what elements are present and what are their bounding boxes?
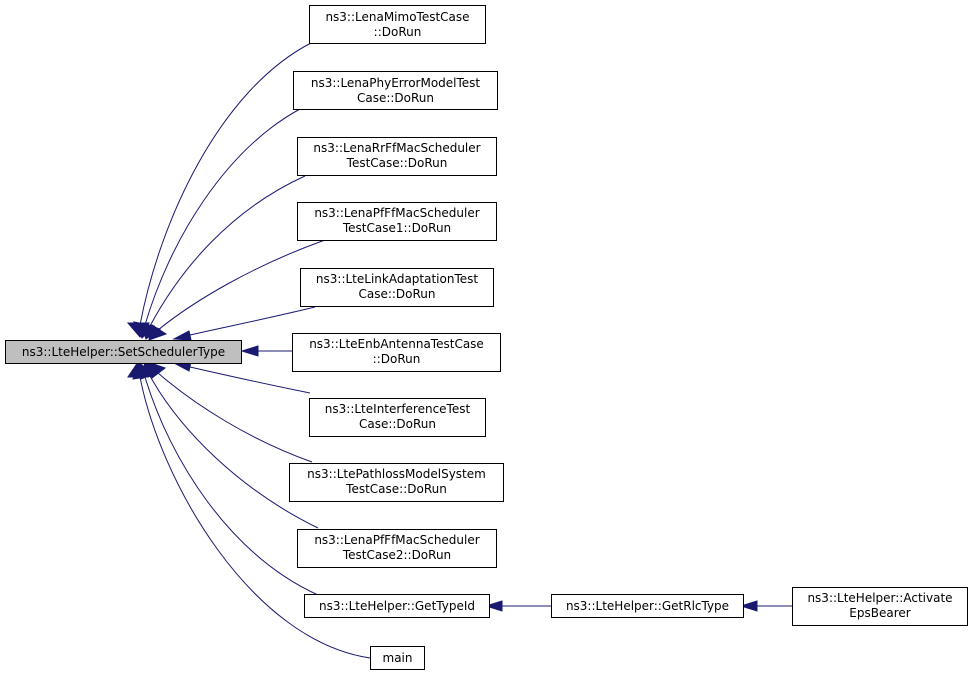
node-root-label: ns3::LteHelper::SetSchedulerType	[22, 345, 225, 359]
node-label-line2: TestCase1::DoRun	[342, 221, 451, 235]
node-label-line1: ns3::LenaPfFfMacScheduler	[314, 533, 479, 547]
node-label-line1: ns3::LenaRrFfMacScheduler	[313, 141, 480, 155]
node-pf2[interactable]: ns3::LenaPfFfMacScheduler TestCase2::DoR…	[297, 529, 497, 568]
node-label-line1: ns3::LteHelper::Activate	[807, 591, 952, 605]
edge-main	[139, 376, 371, 659]
node-label-line2: ::DoRun	[374, 25, 422, 39]
node-label-line1: ns3::LenaPhyErrorModelTest	[311, 76, 481, 90]
arrowhead-activate	[739, 600, 758, 612]
node-label-line2: Case::DoRun	[358, 287, 435, 301]
arrowhead-getrlctype	[484, 600, 503, 612]
arrowhead-linkadapt	[172, 330, 192, 341]
node-label-line1: ns3::LteHelper::GetRlcType	[566, 599, 729, 613]
edge-gettypeid	[144, 376, 319, 596]
node-root[interactable]: ns3::LteHelper::SetSchedulerType	[5, 340, 242, 364]
node-label-line1: ns3::LteInterferenceTest	[325, 402, 471, 416]
node-label-line1: ns3::LteLinkAdaptationTest	[316, 272, 478, 286]
node-label-line2: TestCase::DoRun	[346, 156, 448, 170]
arrowhead-antenna	[240, 345, 259, 357]
node-mimo[interactable]: ns3::LenaMimoTestCase ::DoRun	[309, 5, 486, 44]
arrowhead-main	[127, 361, 149, 378]
node-label-line1: ns3::LenaMimoTestCase	[325, 10, 469, 24]
node-label-line2: TestCase2::DoRun	[342, 548, 451, 562]
node-activate[interactable]: ns3::LteHelper::Activate EpsBearer	[792, 587, 968, 626]
edge-pf1	[157, 239, 326, 331]
node-phyerr[interactable]: ns3::LenaPhyErrorModelTest Case::DoRun	[293, 71, 498, 110]
node-label-line1: main	[383, 651, 413, 665]
node-getrlctype[interactable]: ns3::LteHelper::GetRlcType	[551, 594, 744, 618]
edge-rr	[149, 175, 306, 327]
edge-pathloss	[157, 372, 313, 463]
edge-linkadapt	[189, 306, 316, 336]
edge-pf2	[149, 375, 319, 529]
node-gettypeid[interactable]: ns3::LteHelper::GetTypeId	[304, 594, 490, 618]
arrowheads	[126, 321, 758, 612]
edge-phyerr	[144, 108, 301, 326]
node-pathloss[interactable]: ns3::LtePathlossModelSystem TestCase::Do…	[289, 463, 504, 502]
node-label-line1: ns3::LtePathlossModelSystem	[307, 467, 486, 481]
node-label-line2: TestCase::DoRun	[345, 482, 447, 496]
node-label-line2: Case::DoRun	[357, 91, 434, 105]
node-label-line2: EpsBearer	[849, 606, 910, 620]
node-label-line2: Case::DoRun	[359, 417, 436, 431]
node-label-line1: ns3::LteEnbAntennaTestCase	[309, 337, 484, 351]
node-label-line1: ns3::LteHelper::GetTypeId	[319, 599, 475, 613]
node-linkadapt[interactable]: ns3::LteLinkAdaptationTest Case::DoRun	[300, 268, 494, 307]
node-label-line1: ns3::LenaPfFfMacScheduler	[314, 206, 479, 220]
node-label-line2: ::DoRun	[373, 352, 421, 366]
arrowhead-pf1	[148, 324, 168, 341]
node-interf[interactable]: ns3::LteInterferenceTest Case::DoRun	[309, 398, 486, 437]
edges	[139, 42, 793, 659]
node-main[interactable]: main	[370, 646, 425, 670]
node-pf1[interactable]: ns3::LenaPfFfMacScheduler TestCase1::DoR…	[297, 202, 497, 241]
edge-mimo	[139, 42, 312, 326]
node-antenna[interactable]: ns3::LteEnbAntennaTestCase ::DoRun	[292, 333, 501, 372]
node-rr[interactable]: ns3::LenaRrFfMacScheduler TestCase::DoRu…	[297, 137, 497, 176]
edge-interf	[189, 366, 311, 394]
